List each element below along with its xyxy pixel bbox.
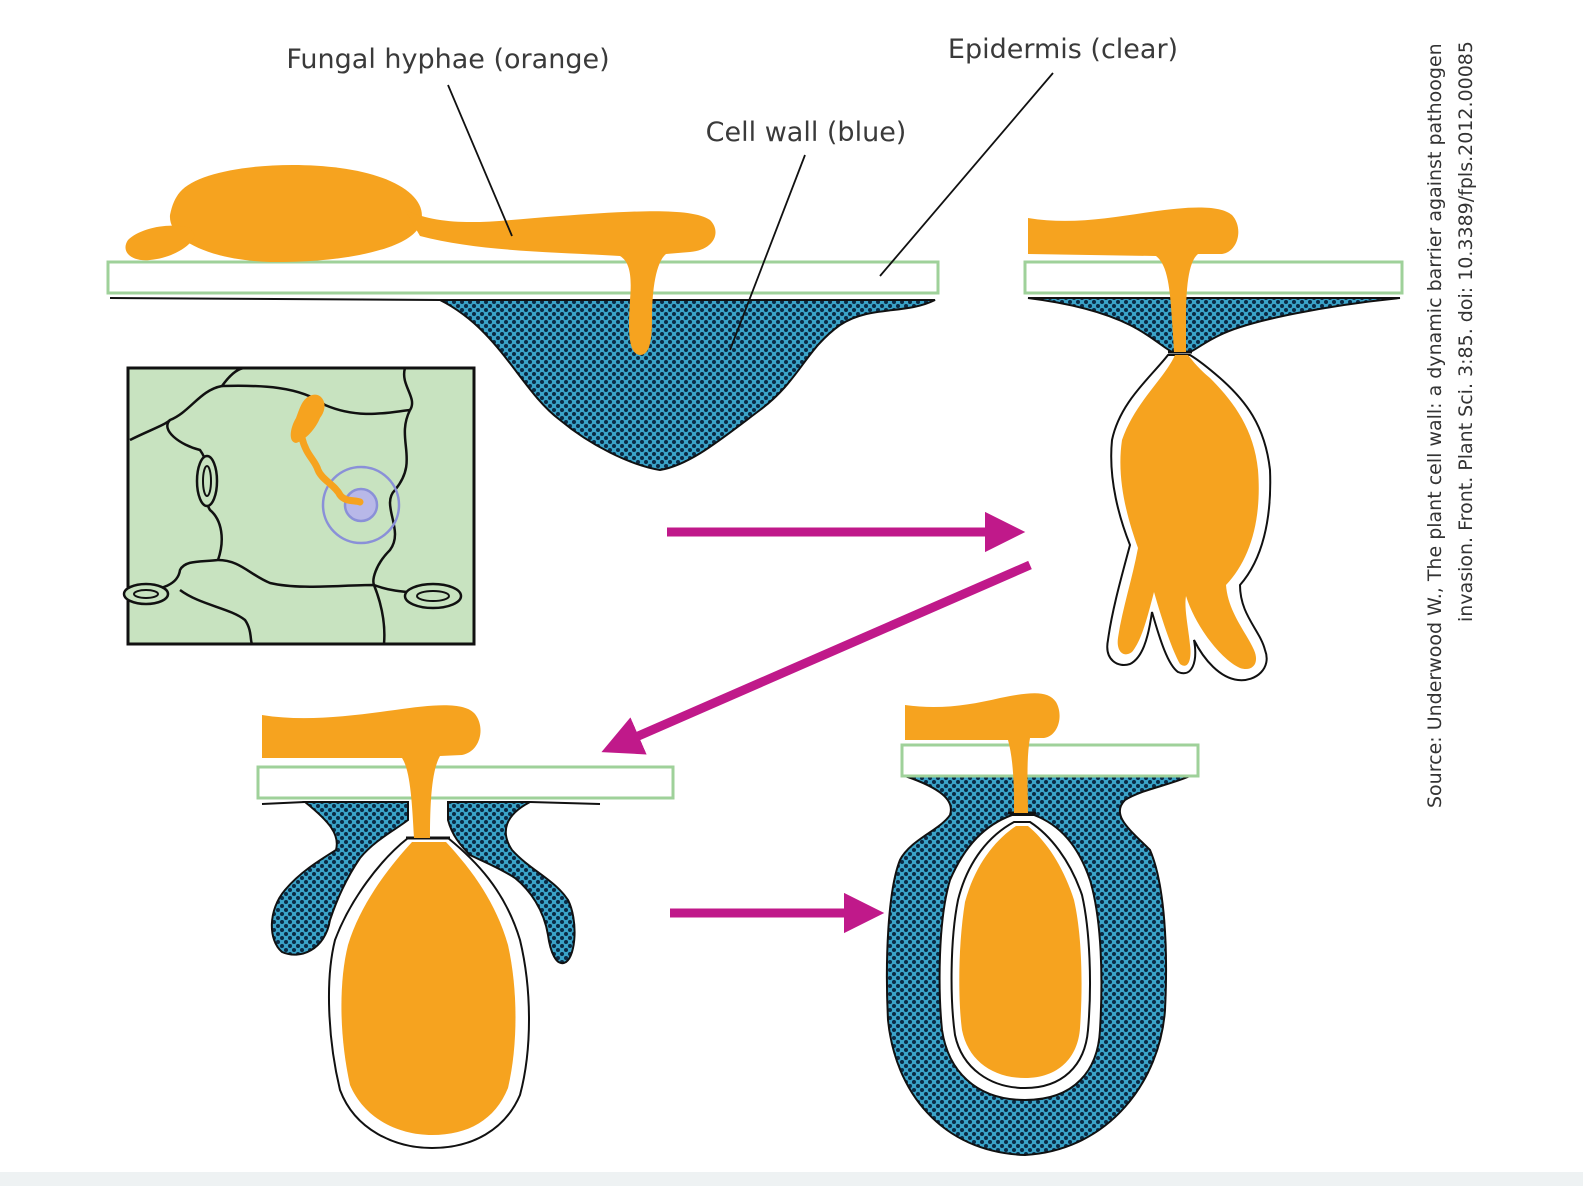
stoma-icon <box>122 582 170 606</box>
panel-surface-penetration <box>106 165 940 472</box>
stoma-icon <box>195 454 219 508</box>
fungal-spore <box>169 165 422 263</box>
fungal-hypha <box>298 434 364 506</box>
label-epidermis: Epidermis (clear) <box>948 34 1178 65</box>
haustorium <box>1117 355 1259 670</box>
haustorium <box>959 826 1082 1078</box>
panel-encasement-complete <box>885 693 1200 1157</box>
source-citation-continued: invasion. Front. Plant Sci. 3:85. doi: 1… <box>1455 41 1477 622</box>
source-line-1: Source: Underwood W., The plant cell wal… <box>1424 43 1446 808</box>
label-cell-wall: Cell wall (blue) <box>706 117 907 148</box>
leaf-surface-inset <box>122 366 476 646</box>
bottom-strip <box>0 1172 1583 1186</box>
source-line-2: invasion. Front. Plant Sci. 3:85. doi: 1… <box>1455 41 1477 622</box>
panel-encasement-start <box>256 705 675 1150</box>
papilla-ring <box>321 465 401 545</box>
stoma-icon <box>416 590 450 602</box>
haustorium <box>341 842 516 1135</box>
leader-lines <box>447 72 1054 351</box>
label-fungal-hyphae: Fungal hyphae (orange) <box>286 44 609 75</box>
fungal-hypha <box>405 210 716 355</box>
stoma-icon <box>403 582 463 610</box>
epidermis-layer <box>106 260 940 295</box>
plasma-membrane <box>261 801 601 805</box>
cell-wall-deposit <box>447 801 576 965</box>
appressorium <box>1028 207 1239 352</box>
epidermis-layer <box>1023 260 1404 295</box>
leader-line-hyphae <box>447 84 513 237</box>
appressorium <box>905 693 1060 813</box>
cell-wall-deposit <box>270 801 409 956</box>
leader-line-epidermis <box>879 72 1054 277</box>
epidermis-layer <box>900 743 1200 778</box>
panel-haustorium-formation <box>1023 207 1404 682</box>
fungal-spore <box>290 394 325 443</box>
plasma-membrane <box>109 297 441 301</box>
source-citation: Source: Underwood W., The plant cell wal… <box>1424 43 1446 808</box>
leader-line-cell-wall <box>729 154 806 351</box>
appressorium <box>262 705 481 838</box>
stoma-icon <box>202 465 212 497</box>
cell-wall-deposit <box>1027 297 1401 353</box>
cell-wall-deposit <box>439 299 936 472</box>
stoma-icon <box>133 589 159 599</box>
arrow-right-icon <box>601 560 1032 755</box>
epidermis-layer <box>256 765 675 800</box>
fungal-spore-bud <box>125 225 195 261</box>
progression-arrows <box>601 511 1032 934</box>
